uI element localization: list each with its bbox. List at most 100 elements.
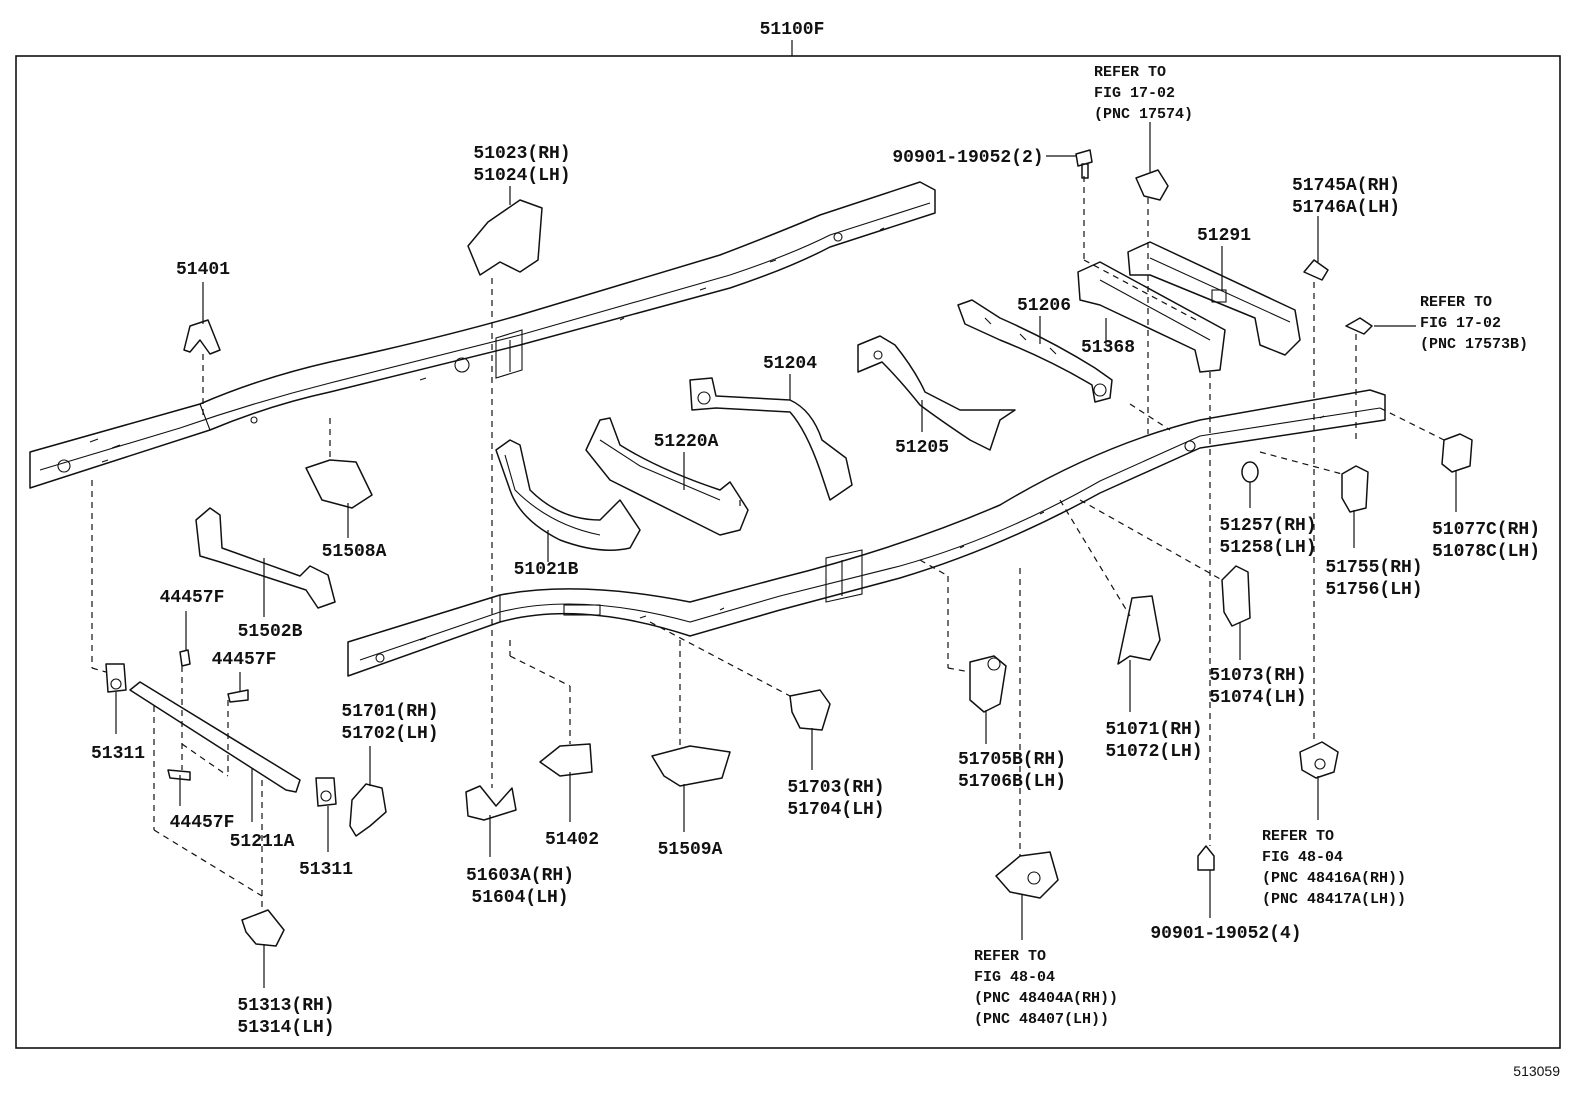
part-number-line: 51401: [176, 260, 230, 280]
part-number-line: 51071(RH): [1105, 720, 1202, 740]
part-number-label: 51701(RH)51702(LH): [341, 702, 438, 744]
part-number-label: 51311: [91, 744, 145, 764]
part-number-line: 51072(LH): [1105, 742, 1202, 762]
part-number-label: 51073(RH)51074(LH): [1209, 666, 1306, 708]
reference-note-line: (PNC 48407(LH)): [974, 1011, 1109, 1028]
part-number-line: 51021B: [514, 560, 579, 580]
part-number-label: 90901-19052(2): [892, 148, 1043, 168]
bracket-51073: [1221, 565, 1251, 627]
bracket-51502b: [195, 507, 336, 609]
bushing-51257: [1241, 461, 1259, 483]
bracket-51313: [241, 909, 285, 947]
bracket-51509a: [651, 745, 731, 787]
part-number-line: 51402: [545, 830, 599, 850]
part-number-label: 51368: [1081, 338, 1135, 358]
bracket-51603a: [465, 785, 517, 821]
part-number-line: 51211A: [230, 832, 295, 852]
clip-44457f-3: [167, 769, 191, 781]
mount-48416a: [1299, 741, 1339, 779]
part-number-label: 51502B: [238, 622, 303, 642]
bracket-17574: [1135, 169, 1169, 201]
bracket-51023: [467, 199, 543, 276]
part-number-label: 51402: [545, 830, 599, 850]
part-number-line: 51509A: [658, 840, 723, 860]
part-number-line: 51706B(LH): [958, 772, 1066, 792]
part-number-line: 51745A(RH): [1292, 176, 1400, 196]
part-number-label: 51220A: [654, 432, 719, 452]
right-frame-rail: [347, 389, 1386, 677]
clip-17573b: [1345, 317, 1373, 335]
part-number-label: 51703(RH)51704(LH): [787, 778, 884, 820]
reference-note-line: REFER TO: [1420, 294, 1492, 311]
reference-note-line: FIG 17-02: [1094, 85, 1175, 102]
part-number-label: 51021B: [514, 560, 579, 580]
part-number-label: 51077C(RH)51078C(LH): [1432, 520, 1540, 562]
part-number-label: 51211A: [230, 832, 295, 852]
part-number-label: 51755(RH)51756(LH): [1325, 558, 1422, 600]
part-number-line: 51073(RH): [1209, 666, 1306, 686]
part-number-label: 51257(RH)51258(LH): [1219, 516, 1316, 558]
diagram-border: [15, 55, 1561, 1049]
left-frame-rail: [29, 181, 936, 489]
part-number-label: 51508A: [322, 542, 387, 562]
part-number-line: 51704(LH): [787, 800, 884, 820]
part-number-line: 51313(RH): [237, 996, 334, 1016]
reference-note-line: (PNC 17574): [1094, 106, 1193, 123]
part-number-line: 51603A(RH): [466, 866, 574, 886]
bracket-51701: [349, 783, 387, 837]
part-number-label: 51603A(RH)51604(LH): [466, 866, 574, 908]
part-number-line: 90901-19052(4): [1150, 924, 1301, 944]
part-number-line: 51205: [895, 438, 949, 458]
part-number-line: 51508A: [322, 542, 387, 562]
part-number-line: 51257(RH): [1219, 516, 1316, 536]
part-number-label: 44457F: [212, 650, 277, 670]
part-number-label: 44457F: [160, 588, 225, 608]
clip-44457f-2: [227, 689, 249, 703]
part-number-line: 51705B(RH): [958, 750, 1066, 770]
part-number-label: 51023(RH)51024(LH): [473, 144, 570, 186]
part-number-label: 51291: [1197, 226, 1251, 246]
crossbar-51211a: [129, 681, 301, 793]
part-number-line: 51756(LH): [1325, 580, 1422, 600]
part-number-line: 51078C(LH): [1432, 542, 1540, 562]
mount-48404a: [995, 851, 1059, 899]
part-number-label: 51401: [176, 260, 230, 280]
reference-note-line: (PNC 48404A(RH)): [974, 990, 1118, 1007]
part-number-line: 51023(RH): [473, 144, 570, 164]
bracket-51703: [789, 689, 831, 731]
cross-member-51368: [1077, 261, 1226, 373]
part-number-line: 51604(LH): [471, 888, 568, 908]
bolt-90901-4: [1197, 845, 1215, 871]
bracket-51401: [183, 319, 221, 355]
reference-note-line: FIG 17-02: [1420, 315, 1501, 332]
part-number-label: 51204: [763, 354, 817, 374]
part-number-label: 44457F: [170, 813, 235, 833]
part-number-line: 51220A: [654, 432, 719, 452]
reference-note-line: FIG 48-04: [1262, 849, 1343, 866]
bracket-51077c: [1441, 433, 1473, 473]
part-number-line: 51314(LH): [237, 1018, 334, 1038]
part-number-line: 44457F: [170, 813, 235, 833]
reference-note-line: (PNC 48417A(LH)): [1262, 891, 1406, 908]
reference-note-line: REFER TO: [974, 948, 1046, 965]
part-number-label: 51745A(RH)51746A(LH): [1292, 176, 1400, 218]
part-number-line: 51368: [1081, 338, 1135, 358]
assembly-label: 51100F: [760, 20, 825, 40]
part-number-label: 51071(RH)51072(LH): [1105, 720, 1202, 762]
part-number-line: 51258(LH): [1219, 538, 1316, 558]
part-number-label: 51705B(RH)51706B(LH): [958, 750, 1066, 792]
cross-member-51206: [957, 299, 1113, 403]
bracket-51755: [1341, 465, 1369, 513]
part-number-label: 51313(RH)51314(LH): [237, 996, 334, 1038]
bracket-51508a: [305, 459, 373, 509]
part-number-line: 44457F: [212, 650, 277, 670]
part-number-label: 90901-19052(4): [1150, 924, 1301, 944]
part-number-label: 51206: [1017, 296, 1071, 316]
figure-number: 513059: [1513, 1063, 1560, 1079]
part-number-line: 51703(RH): [787, 778, 884, 798]
part-number-line: 51204: [763, 354, 817, 374]
